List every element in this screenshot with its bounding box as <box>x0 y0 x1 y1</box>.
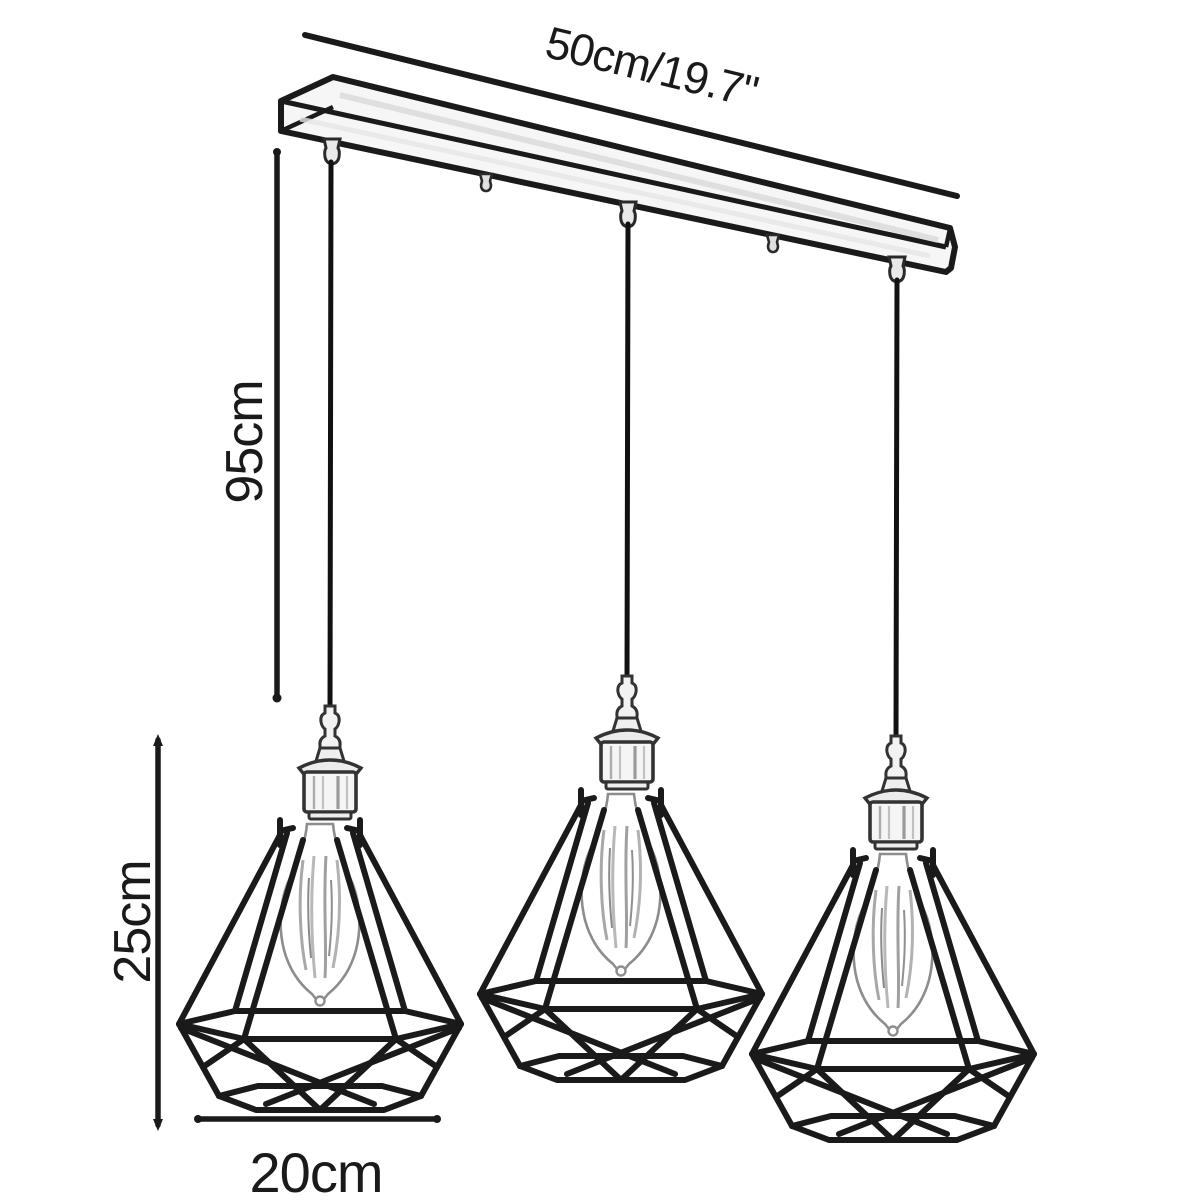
cage-shade-middle <box>480 790 762 1080</box>
lamp-holder-middle <box>594 674 660 791</box>
lamp-holder-left <box>297 704 363 821</box>
dim-shade-height-label: 25cm <box>104 860 162 983</box>
pendant-cords <box>327 159 900 743</box>
dimension-line-50cm <box>302 32 960 199</box>
pendant-right <box>752 734 1034 1140</box>
cord-right <box>893 277 900 743</box>
dimension-cord-drop: 95cm <box>216 148 282 703</box>
lamp-holder-right <box>863 734 929 851</box>
bar-screw-1 <box>478 172 494 193</box>
cord-middle <box>624 221 631 683</box>
ceiling-bar <box>278 74 958 284</box>
dim-cord-drop-label: 95cm <box>216 380 274 503</box>
dimension-shade-height: 25cm <box>104 734 163 1131</box>
cage-shade-left <box>179 820 461 1110</box>
bar-screw-2 <box>765 233 781 254</box>
cage-shade-right <box>752 850 1034 1140</box>
dim-shade-width-label: 20cm <box>250 1141 383 1200</box>
cord-left <box>327 159 334 713</box>
pendant-middle <box>480 674 762 1080</box>
pendant-left <box>179 704 461 1110</box>
dimension-shade-width: 20cm <box>194 1115 441 1200</box>
